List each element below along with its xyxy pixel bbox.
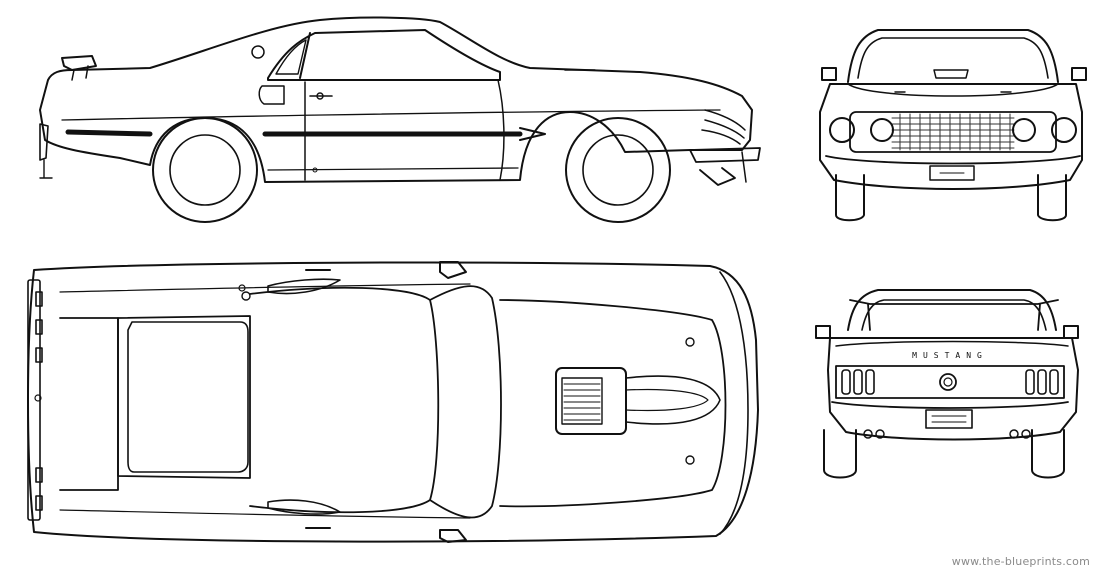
top-body-outline xyxy=(27,261,759,543)
side-quarter-vent xyxy=(275,39,307,75)
top-hood-scoop xyxy=(555,367,627,435)
side-scoop xyxy=(258,85,285,105)
watermark: www.the-blueprints.com xyxy=(951,555,1090,568)
side-front-wheel xyxy=(565,117,671,223)
side-body-outline xyxy=(39,16,753,183)
rear-gas-cap xyxy=(939,373,957,391)
rear-window xyxy=(861,299,1047,331)
top-right-mirror xyxy=(439,529,467,543)
side-rear-bumper xyxy=(39,123,49,161)
front-hood-scoop xyxy=(933,69,969,79)
side-door-line xyxy=(304,79,505,181)
rear-badge: MUSTANG xyxy=(912,351,988,360)
side-window-pillar xyxy=(299,32,311,79)
top-fuel-cap xyxy=(241,291,251,301)
front-grille-mesh xyxy=(891,113,1015,151)
side-front-spoiler xyxy=(689,147,761,186)
rear-deck-line xyxy=(835,340,1069,347)
top-hood-pin-right xyxy=(685,455,695,465)
rear-roof xyxy=(847,289,1057,331)
side-crease xyxy=(61,109,721,121)
top-hood-bulge xyxy=(625,375,721,425)
rear-tail-lights xyxy=(841,369,1059,395)
top-side-scoop-right xyxy=(267,499,341,515)
rear-view: MUSTANG xyxy=(815,289,1079,479)
front-left-mirror xyxy=(821,67,837,81)
front-license-plate xyxy=(929,165,975,181)
front-left-tire xyxy=(835,174,865,222)
top-hood xyxy=(499,299,727,508)
rear-exhausts xyxy=(863,429,1031,439)
rear-right-tire xyxy=(1031,429,1065,479)
rear-bumper xyxy=(831,401,1069,409)
top-roof xyxy=(249,286,440,514)
front-right-mirror xyxy=(1071,67,1087,81)
top-trunk xyxy=(59,317,119,491)
side-rear-wheel xyxy=(152,117,258,223)
front-headlight-inner-left xyxy=(870,118,894,142)
top-rear-window xyxy=(117,315,251,479)
front-headlight-outer-right xyxy=(1051,117,1077,143)
top-side-scoop-left xyxy=(267,278,341,295)
side-window-outline xyxy=(267,29,501,81)
side-fuel-cap xyxy=(251,45,265,59)
rear-spoiler xyxy=(849,299,1059,331)
rear-left-tire xyxy=(823,429,857,479)
top-rear-window-inner xyxy=(127,321,249,473)
rear-body xyxy=(827,337,1079,441)
front-view xyxy=(819,29,1087,222)
side-view xyxy=(39,16,761,223)
rear-license-plate xyxy=(925,409,973,429)
top-windshield xyxy=(429,285,502,519)
top-left-mirror xyxy=(439,261,467,279)
rear-left-mirror xyxy=(815,325,831,339)
side-rear-spoiler xyxy=(61,55,97,71)
rear-right-mirror xyxy=(1063,325,1079,339)
side-front-nose xyxy=(701,109,746,145)
front-windshield xyxy=(857,37,1049,79)
front-headlight-inner-right xyxy=(1012,118,1036,142)
front-headlight-outer-left xyxy=(829,117,855,143)
rear-tail-panel xyxy=(835,365,1065,399)
front-right-tire xyxy=(1037,174,1067,222)
side-stripe xyxy=(65,129,523,137)
front-hood-line xyxy=(847,83,1059,97)
side-stripe-end xyxy=(519,127,546,141)
top-hood-pin-left xyxy=(685,337,695,347)
front-grille xyxy=(849,111,1057,153)
front-body xyxy=(819,83,1083,190)
front-roof xyxy=(847,29,1059,83)
front-bumper xyxy=(825,155,1081,165)
top-view xyxy=(27,261,759,543)
top-front-nose xyxy=(719,271,749,535)
side-rocker xyxy=(267,167,519,171)
